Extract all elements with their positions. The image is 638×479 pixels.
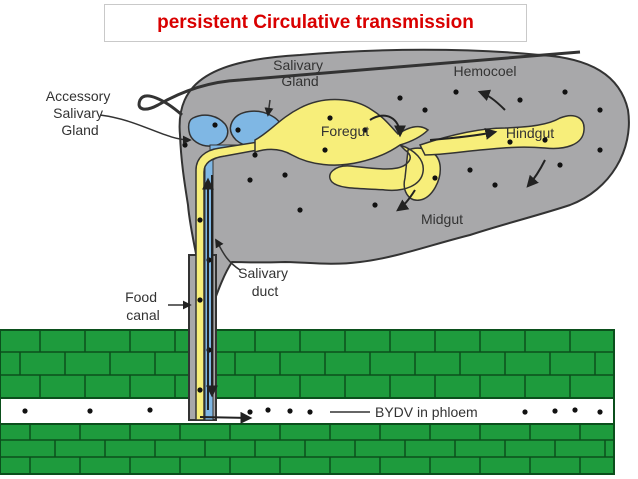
leader-accessory-gland (99, 114, 192, 145)
virus-particle (422, 107, 428, 113)
upper-cell-layer-left (0, 329, 197, 399)
arrow-hemocoel (477, 89, 506, 111)
lower-cell-layer (0, 423, 615, 475)
food-canal-label: Food canal (125, 289, 161, 323)
virus-particle (247, 409, 253, 415)
label-leaders (99, 99, 370, 413)
bydv-phloem-label: BYDV in phloem (375, 404, 478, 420)
virus-particle (252, 152, 258, 158)
virus-particle (197, 217, 203, 223)
plant-tissue (0, 329, 615, 475)
virus-particle (265, 407, 271, 413)
virus-particle (397, 95, 403, 101)
salivary-duct-label: Salivary duct (238, 265, 292, 299)
cell-walls (0, 330, 614, 474)
virus-particle (492, 182, 498, 188)
virus-particle (597, 107, 603, 113)
virus-particle (372, 202, 378, 208)
arrow-midgut (396, 189, 416, 212)
leader-salivary-duct (215, 238, 241, 271)
hindgut-label: Hindgut (506, 125, 554, 141)
hindgut (418, 114, 585, 156)
virus-particle (287, 408, 293, 414)
arrow-foregut (369, 114, 406, 138)
virus-particle (147, 407, 153, 413)
virus-particle (282, 172, 288, 178)
virus-particle (597, 147, 603, 153)
salivary-gland-label: Salivary Gland (273, 57, 327, 89)
virus-particle (542, 137, 548, 143)
arrow-hindgut-down (526, 159, 546, 188)
virus-particle (327, 115, 333, 121)
virus-particle (362, 127, 368, 133)
virus-particle (522, 409, 528, 415)
virus-particle (467, 167, 473, 173)
virus-particle (87, 408, 93, 414)
virus-particle (182, 142, 188, 148)
virus-particle (453, 89, 459, 95)
virus-particle (297, 207, 303, 213)
virus-particle (557, 162, 563, 168)
slide-title: persistent Circulative transmission (104, 4, 527, 42)
arrow-to-hindgut (429, 127, 498, 141)
virus-particle (22, 408, 28, 414)
virus-particle (572, 407, 578, 413)
virus-particle (322, 147, 328, 153)
accessory-salivary-gland-label: Accessory Salivary Gland (46, 88, 114, 138)
virus-particle (197, 297, 203, 303)
virus-particle (235, 127, 241, 133)
foregut (254, 98, 430, 166)
virus-particle (212, 122, 218, 128)
virus-particle (517, 97, 523, 103)
phloem-channel (0, 397, 615, 425)
midgut (329, 144, 441, 201)
midgut-label: Midgut (421, 211, 463, 227)
virus-particle (197, 387, 203, 393)
foregut-label: Foregut (321, 123, 369, 139)
arrow-into-phloem (199, 411, 253, 424)
virus-particle (552, 408, 558, 414)
flow-arrows (199, 89, 546, 424)
virus-particles (22, 89, 603, 415)
leader-salivary-gland (264, 99, 274, 117)
virus-particle (562, 89, 568, 95)
virus-particle (432, 175, 438, 181)
virus-particle (247, 177, 253, 183)
virus-particle (597, 409, 603, 415)
virus-particle (307, 409, 313, 415)
virus-particle (507, 139, 513, 145)
hemocoel-label: Hemocoel (453, 63, 516, 79)
antenna (137, 50, 581, 117)
